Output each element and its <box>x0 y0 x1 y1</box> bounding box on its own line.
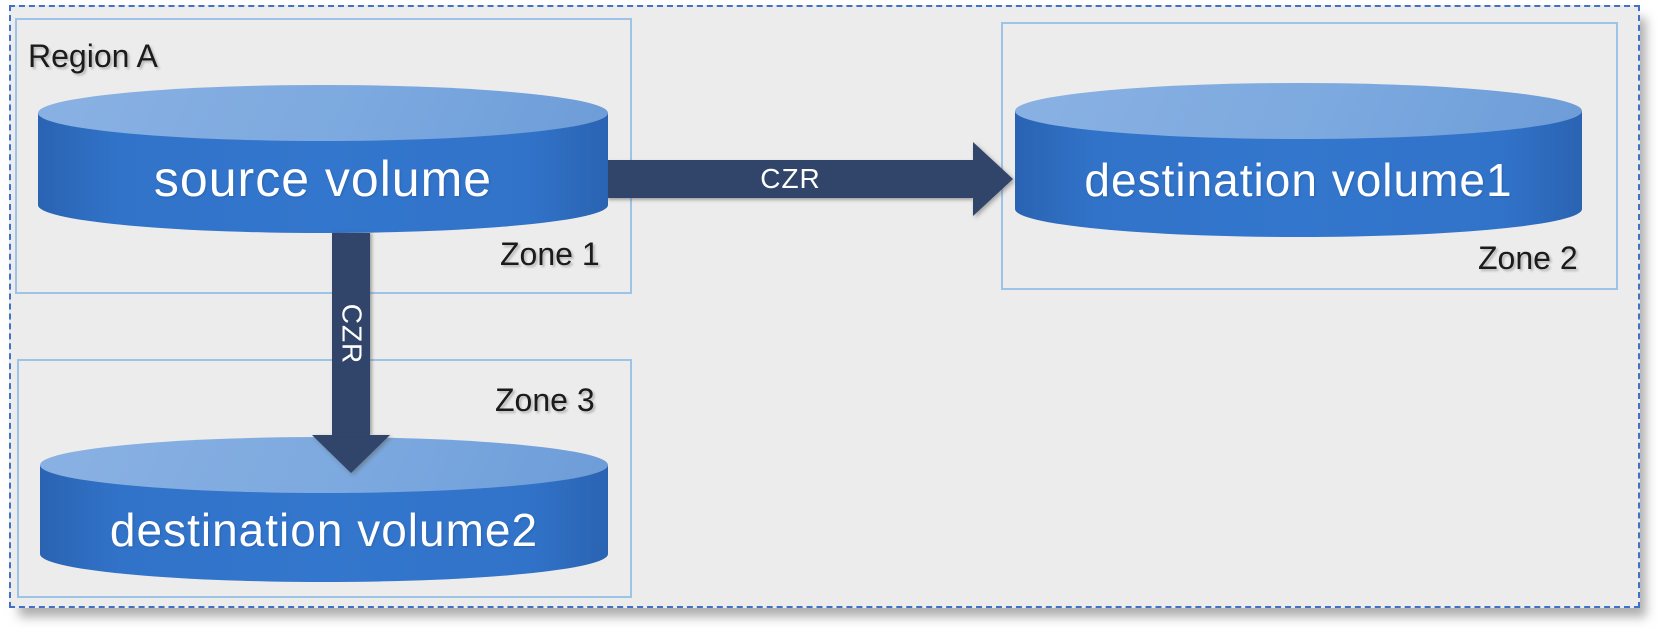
destination-volume2-label: destination volume2 <box>109 503 539 556</box>
cylinder-top-ellipse <box>38 85 608 141</box>
destination-volume1-cylinder: destination volume1 <box>1015 83 1582 237</box>
zone-2-label: Zone 2 <box>1478 240 1578 276</box>
zone-3-label: Zone 3 <box>495 382 595 418</box>
czr-arrow-down-shaft: CZR <box>332 233 370 435</box>
zone-3-box <box>17 359 632 598</box>
cylinder-top-ellipse <box>1015 83 1582 139</box>
czr-arrow-down-label: CZR <box>336 303 368 365</box>
czr-arrow-right: CZR <box>608 142 1013 216</box>
destination-volume1-label: destination volume1 <box>1084 154 1513 206</box>
czr-arrow-right-label: CZR <box>760 163 821 194</box>
czr-arrow-down: CZR <box>312 233 390 473</box>
arrow-head-right-icon <box>973 142 1013 216</box>
czr-arrow-right-shaft: CZR <box>608 160 973 198</box>
zone-1-label: Zone 1 <box>500 236 600 272</box>
arrow-head-down-icon <box>312 435 390 473</box>
source-volume-label: source volume <box>153 151 493 207</box>
source-volume-cylinder: source volume <box>38 85 608 233</box>
region-label: Region A <box>28 38 158 74</box>
zone-1-box <box>15 18 632 294</box>
